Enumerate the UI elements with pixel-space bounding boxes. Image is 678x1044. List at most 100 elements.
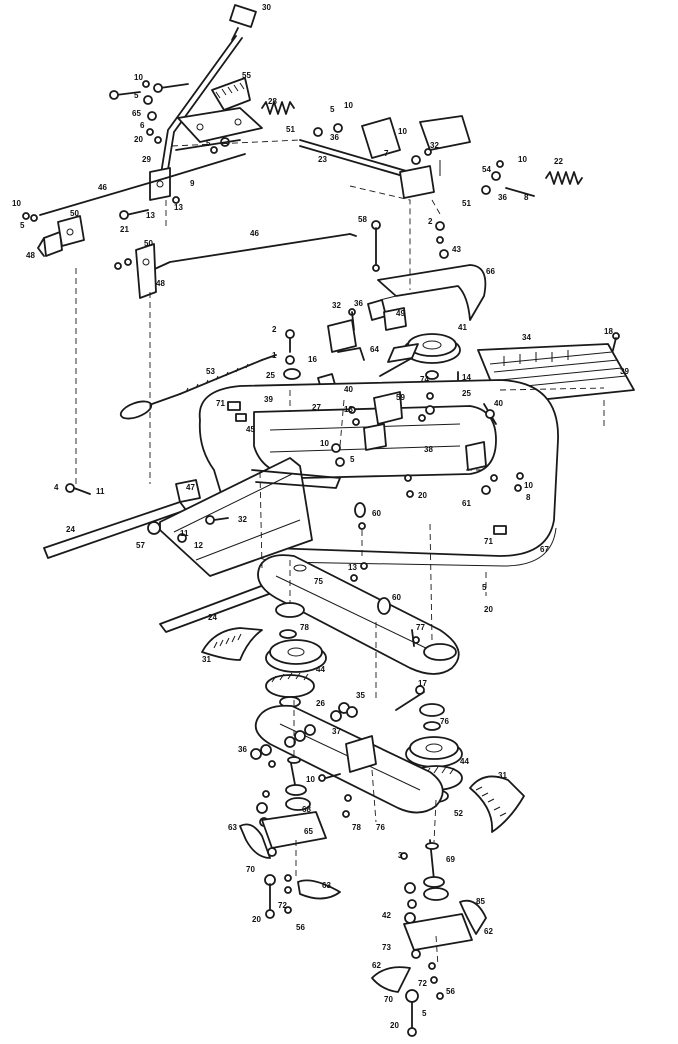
callout-20: 20 xyxy=(134,135,143,144)
callout-73: 73 xyxy=(382,943,391,952)
callout-18: 18 xyxy=(604,327,613,336)
callout-77: 77 xyxy=(416,623,425,632)
callout-37: 37 xyxy=(332,727,341,736)
callout-27: 27 xyxy=(312,403,321,412)
callout-10: 10 xyxy=(344,101,353,110)
callout-2: 2 xyxy=(272,325,277,334)
callout-68: 68 xyxy=(302,805,311,814)
callout-16: 16 xyxy=(308,355,317,364)
leader-lines xyxy=(75,139,605,967)
callout-72: 72 xyxy=(278,901,287,910)
callout-10: 10 xyxy=(524,481,533,490)
callout-45: 45 xyxy=(246,425,255,434)
callout-20: 20 xyxy=(252,915,261,924)
callout-29: 29 xyxy=(142,155,151,164)
callout-75: 75 xyxy=(314,577,323,586)
callout-63: 63 xyxy=(322,881,331,890)
callout-20: 20 xyxy=(418,491,427,500)
callout-63: 63 xyxy=(228,823,237,832)
callout-28: 28 xyxy=(268,97,277,106)
callout-58: 58 xyxy=(358,215,367,224)
callout-60: 60 xyxy=(372,509,381,518)
callout-1: 1 xyxy=(272,351,277,360)
callout-76: 76 xyxy=(376,823,385,832)
callout-13: 13 xyxy=(344,405,353,414)
callout-40: 40 xyxy=(344,385,353,394)
callout-30: 30 xyxy=(262,3,271,12)
callout-65: 65 xyxy=(304,827,313,836)
callout-46: 46 xyxy=(98,183,107,192)
cable-53 xyxy=(119,354,277,420)
callout-5: 5 xyxy=(482,583,487,592)
callout-26: 26 xyxy=(316,699,325,708)
callout-39: 39 xyxy=(264,395,273,404)
callout-50: 50 xyxy=(144,239,153,248)
callout-53: 53 xyxy=(206,367,215,376)
callout-21: 21 xyxy=(120,225,129,234)
callout-66: 66 xyxy=(486,267,495,276)
callout-70: 70 xyxy=(246,865,255,874)
callout-44: 44 xyxy=(460,757,469,766)
callout-9: 9 xyxy=(190,179,195,188)
left-spindle-blade xyxy=(239,756,352,919)
callout-71: 71 xyxy=(216,399,225,408)
callout-12: 12 xyxy=(194,541,203,550)
callout-10: 10 xyxy=(306,775,315,784)
callout-78: 78 xyxy=(352,823,361,832)
callout-40: 40 xyxy=(494,399,503,408)
callout-48: 48 xyxy=(26,251,35,260)
lift-lever-assembly xyxy=(109,4,295,201)
callout-52: 52 xyxy=(454,809,463,818)
bolt-58 xyxy=(371,220,381,272)
callout-71: 71 xyxy=(484,537,493,546)
callout-5: 5 xyxy=(350,455,355,464)
callout-43: 43 xyxy=(452,245,461,254)
callout-62: 62 xyxy=(372,961,381,970)
callout-36: 36 xyxy=(330,133,339,142)
callout-3: 3 xyxy=(398,851,403,860)
callout-25: 25 xyxy=(462,389,471,398)
callout-10: 10 xyxy=(12,199,21,208)
belt-guard-66 xyxy=(377,264,487,321)
callout-72: 72 xyxy=(418,979,427,988)
callout-41: 41 xyxy=(458,323,467,332)
callout-38: 38 xyxy=(424,445,433,454)
callout-78: 78 xyxy=(300,623,309,632)
callout-44: 44 xyxy=(316,665,325,674)
callout-67: 67 xyxy=(540,545,549,554)
callout-70: 70 xyxy=(384,995,393,1004)
callout-25: 25 xyxy=(266,371,275,380)
callout-49: 49 xyxy=(396,309,405,318)
callout-31: 31 xyxy=(202,655,211,664)
callout-50: 50 xyxy=(70,209,79,218)
callout-62: 62 xyxy=(484,927,493,936)
callout-57: 57 xyxy=(136,541,145,550)
callout-36: 36 xyxy=(498,193,507,202)
callout-23: 23 xyxy=(318,155,327,164)
callout-10: 10 xyxy=(398,127,407,136)
belt-31-right xyxy=(469,775,525,833)
callout-5: 5 xyxy=(20,221,25,230)
callout-8: 8 xyxy=(524,193,529,202)
callout-65: 65 xyxy=(132,109,141,118)
callout-7: 7 xyxy=(384,149,389,158)
callout-20: 20 xyxy=(484,605,493,614)
callout-10: 10 xyxy=(518,155,527,164)
callout-6: 6 xyxy=(140,121,145,130)
callout-76: 76 xyxy=(440,717,449,726)
callout-31: 31 xyxy=(498,771,507,780)
callout-13: 13 xyxy=(146,211,155,220)
belt-housing-60 xyxy=(257,554,460,675)
callout-51: 51 xyxy=(462,199,471,208)
callout-4: 4 xyxy=(54,483,59,492)
center-pulley-41 xyxy=(379,333,461,377)
callout-32: 32 xyxy=(238,515,247,524)
callout-34: 34 xyxy=(522,333,531,342)
callout-13: 13 xyxy=(348,563,357,572)
callout-36: 36 xyxy=(354,299,363,308)
callout-24: 24 xyxy=(66,525,75,534)
callout-54: 54 xyxy=(482,165,491,174)
callout-11: 11 xyxy=(96,487,105,496)
callout-56: 56 xyxy=(446,987,455,996)
lift-rods xyxy=(22,139,357,299)
